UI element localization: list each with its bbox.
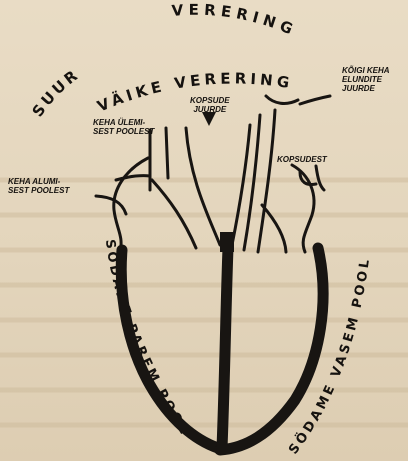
label-suur: SUUR	[29, 65, 84, 120]
inferior-vena-cava	[96, 196, 126, 214]
page-background-lines	[0, 180, 408, 425]
heart-outline	[114, 158, 323, 450]
koigi-keha-pointer	[300, 96, 330, 104]
right-ventricle-wall	[121, 250, 218, 448]
label-keha-alumisest: KEHA ALUMI- SEST POOLEST	[8, 177, 69, 195]
label-kopsude-juurde: KOPSUDE JUURDE	[190, 96, 230, 114]
label-keha-olemisest: KEHA ÜLEMI- SEST POOLEST	[93, 118, 154, 136]
inner-left-chamber	[262, 205, 286, 252]
label-sodame-parem-pool: SÖDAME PAREM POOL	[102, 239, 192, 439]
aortic-arch	[266, 96, 298, 103]
kopsude-juurde-arrow	[202, 112, 216, 126]
label-verering: VERERING	[171, 1, 300, 40]
pulmonary-trunk-left	[186, 128, 220, 245]
septum	[222, 248, 228, 448]
septum-top	[220, 232, 234, 252]
label-koigi-keha: KÕIGI KEHA ELUNDITE JUURDE	[342, 66, 390, 93]
label-kopsudest: KOPSUDEST	[277, 155, 327, 164]
